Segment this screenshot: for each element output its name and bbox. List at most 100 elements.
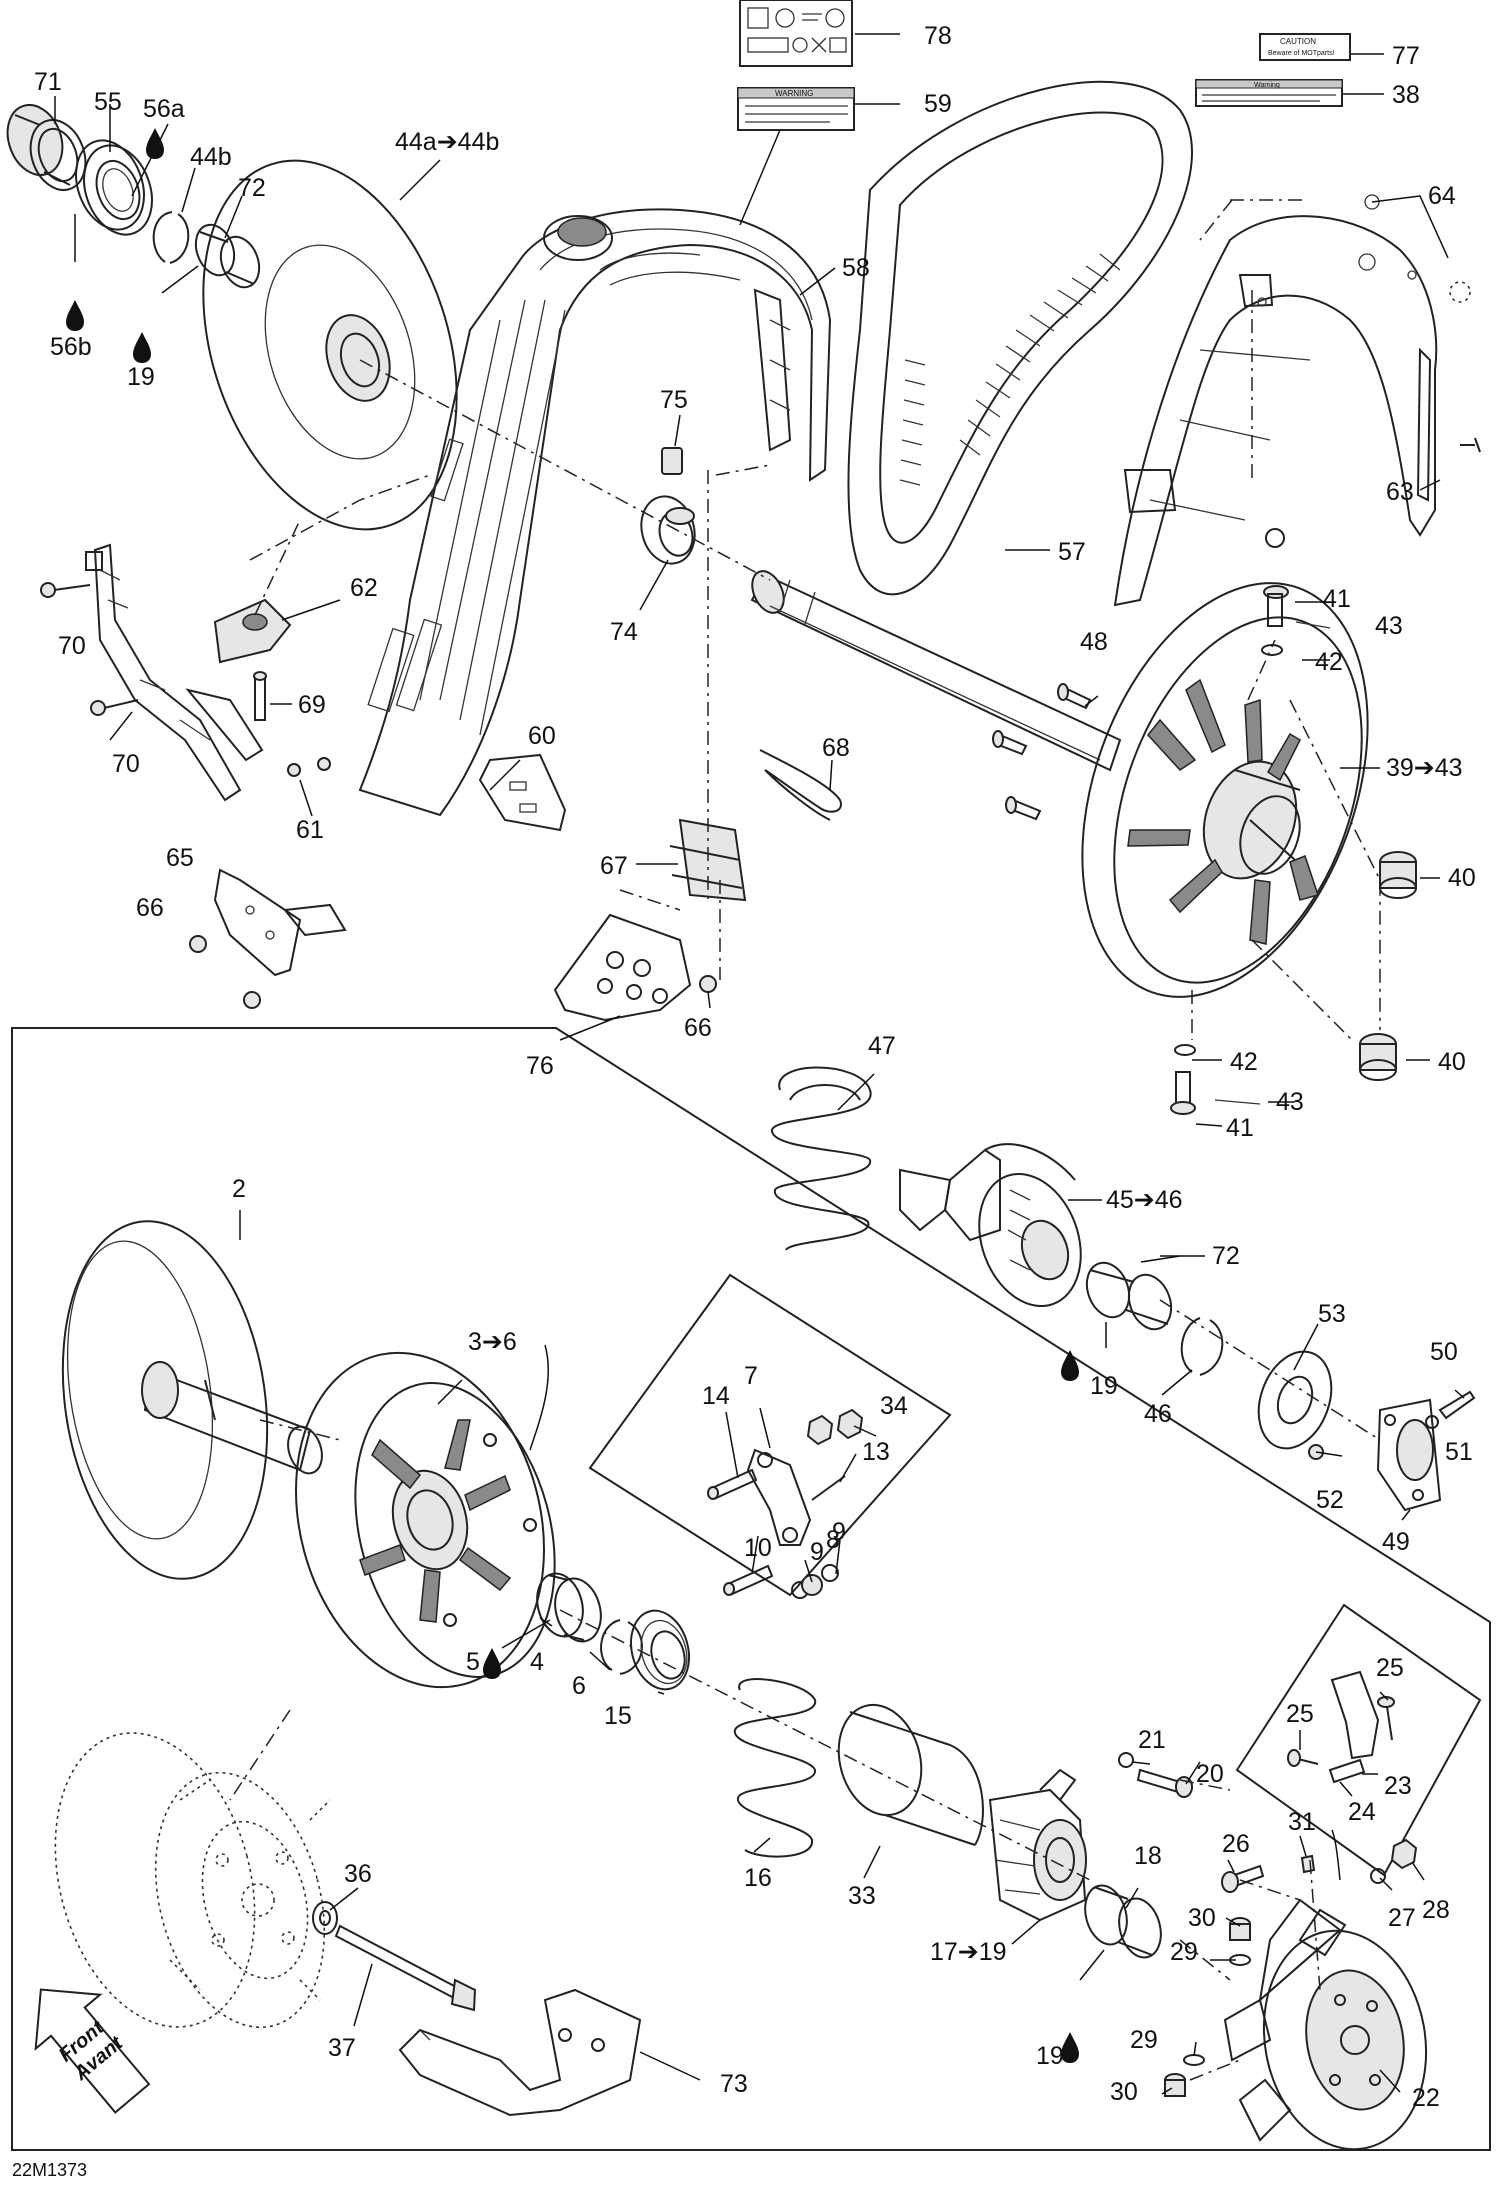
callout-59: 59 [924, 90, 952, 118]
callout-43-upper: 43 [1375, 612, 1403, 640]
part-75-pin [661, 447, 683, 475]
callout-3-6: 3➔6 [468, 1328, 517, 1356]
part-39-driven-pulley [1081, 582, 1369, 998]
part-30-bushing-lower [1164, 2073, 1186, 2097]
callout-13: 13 [862, 1438, 890, 1466]
callout-4: 4 [530, 1648, 544, 1676]
detail-box-7-14 [588, 1273, 952, 1597]
part-72-lower-sleeve [1085, 1261, 1173, 1331]
callout-72-upper: 72 [238, 174, 266, 202]
part-50-screw [1438, 1390, 1476, 1420]
part-2-fixed-sheave [61, 1220, 323, 1580]
part-53-washer [1257, 1350, 1333, 1450]
part-55-bearing [75, 139, 153, 236]
part-66-screws [189, 935, 717, 1009]
callout-50: 50 [1430, 1338, 1458, 1366]
callout-19-lower: 19 [1036, 2042, 1064, 2070]
callout-44a: 44a➔44b [395, 128, 499, 156]
part-22-cover [1223, 1898, 1428, 2151]
part-3-6-movable-sheave [295, 1351, 556, 1689]
callout-65: 65 [166, 844, 194, 872]
callout-27: 27 [1388, 1904, 1416, 1932]
part-71-bushing [6, 104, 87, 191]
callout-47: 47 [868, 1032, 896, 1060]
part-73-bracket [398, 1988, 642, 2117]
callout-61: 61 [296, 816, 324, 844]
part-engine-drive-pulley-phantom [54, 1732, 331, 2029]
callout-31: 31 [1288, 1808, 1316, 1836]
callout-5: 5 [466, 1648, 480, 1676]
callout-7: 7 [744, 1362, 758, 1390]
part-45-cam [899, 1143, 1082, 1307]
callout-77: 77 [1392, 42, 1420, 70]
callout-19-upper: 19 [127, 363, 155, 391]
callout-26: 26 [1222, 1830, 1250, 1858]
callout-8: 8 [826, 1526, 840, 1554]
callout-23: 23 [1384, 1772, 1412, 1800]
part-70-bracket [40, 543, 264, 802]
part-33-sleeve [837, 1703, 984, 1846]
callout-57: 57 [1058, 538, 1086, 566]
callout-48: 48 [1080, 628, 1108, 656]
callout-40-upper: 40 [1448, 864, 1476, 892]
decal-59-title: WARNING [775, 89, 813, 98]
callout-20: 20 [1196, 1760, 1224, 1788]
part-61-nuts [287, 757, 331, 777]
part-24-pin [1328, 1758, 1366, 1784]
callout-25-left: 25 [1286, 1700, 1314, 1728]
part-68-clip [759, 749, 842, 821]
part-60-plate [478, 753, 567, 832]
callout-29-lower: 29 [1130, 2026, 1158, 2054]
part-44a-sheave [202, 159, 458, 531]
part-26-screw [1221, 1864, 1265, 1893]
callout-19-middle: 19 [1090, 1372, 1118, 1400]
callout-28: 28 [1422, 1896, 1450, 1924]
callout-74: 74 [610, 618, 638, 646]
lubrication-drop-icons [66, 128, 1079, 2063]
callout-56a: 56a [143, 95, 185, 123]
callout-78: 78 [924, 22, 952, 50]
callout-42-upper: 42 [1315, 648, 1343, 676]
part-46-circlip [1180, 1317, 1224, 1376]
callout-58: 58 [842, 254, 870, 282]
callout-55: 55 [94, 88, 122, 116]
callout-64: 64 [1428, 182, 1456, 210]
part-15-seal [630, 1609, 690, 1691]
part-78-decal [739, 0, 853, 67]
part-37-bolt [334, 1924, 477, 2012]
callout-67: 67 [600, 852, 628, 880]
callout-68: 68 [822, 734, 850, 762]
callout-60: 60 [528, 722, 556, 750]
callout-44b: 44b [190, 143, 232, 171]
part-77-decal: CAUTION Beware of MOTparts! [1259, 33, 1351, 61]
callout-25-right: 25 [1376, 1654, 1404, 1682]
callout-45-46: 45➔46 [1106, 1186, 1183, 1214]
drawing-code: 22M1373 [12, 2160, 87, 2180]
callout-6: 6 [572, 1672, 586, 1700]
part-74-seal [640, 495, 696, 565]
part-63-guard-cover [1113, 194, 1481, 607]
callout-53: 53 [1318, 1300, 1346, 1328]
callout-9-right: 9 [832, 1518, 846, 1546]
callout-42-lower: 42 [1230, 1048, 1258, 1076]
callout-labels: 71 55 56a 44b 72 56b 19 44a➔44b 78 59 77… [12, 22, 1476, 2180]
callout-17-19: 17➔19 [930, 1938, 1007, 1966]
connection-arrow-upper [529, 1344, 549, 1451]
callout-56b: 56b [50, 333, 92, 361]
callout-30-upper: 30 [1188, 1904, 1216, 1932]
connection-arrow-lower [1331, 1829, 1341, 1881]
callout-52: 52 [1316, 1486, 1344, 1514]
callout-41-lower: 41 [1226, 1114, 1254, 1142]
callout-73: 73 [720, 2070, 748, 2098]
callout-18: 18 [1134, 1842, 1162, 1870]
assembly-centerlines [229, 199, 1381, 2081]
callout-63: 63 [1386, 478, 1414, 506]
part-58-belt-guard [358, 208, 832, 817]
part-29-washer-lower [1183, 2054, 1205, 2066]
callout-15: 15 [604, 1702, 632, 1730]
part-4-bushing [536, 1572, 602, 1643]
callout-51: 51 [1445, 1438, 1473, 1466]
part-16-spring [733, 1678, 817, 1858]
